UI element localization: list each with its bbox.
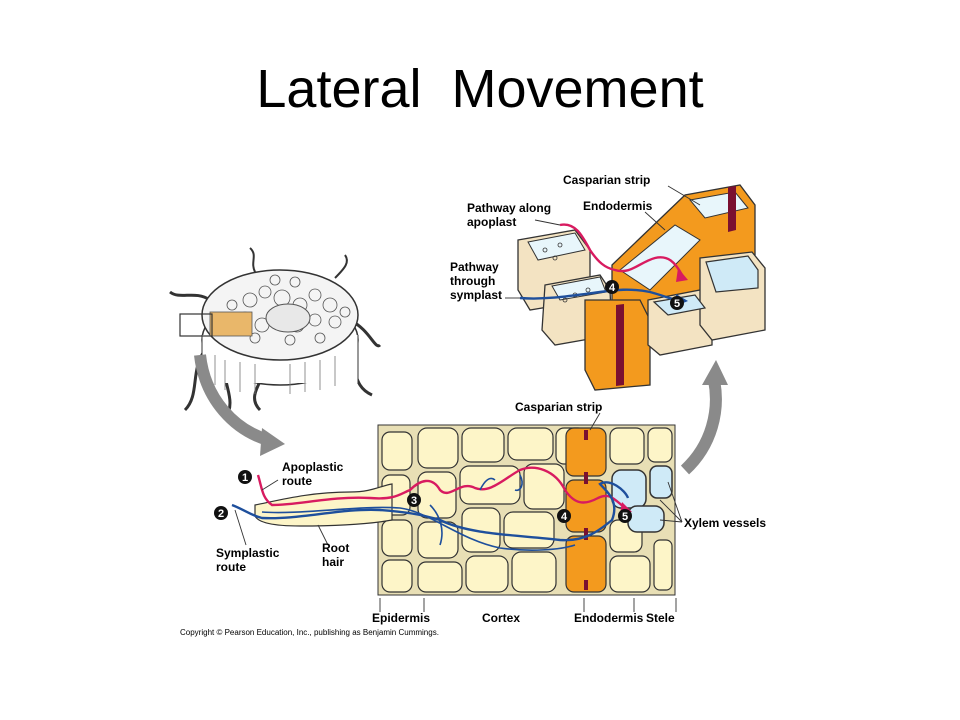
- label-root-hair-1: Root: [322, 541, 349, 555]
- label-pathway-through-1: Pathway: [450, 260, 499, 274]
- root-cross-section: [169, 247, 382, 421]
- label-apoplastic-2: route: [282, 474, 312, 488]
- tissue-section: [377, 424, 676, 596]
- label-casparian-strip-bottom: Casparian strip: [515, 400, 602, 414]
- svg-text:3: 3: [411, 495, 417, 507]
- label-endodermis-bottom: Endodermis: [574, 611, 644, 625]
- marker-3: 3: [407, 493, 421, 507]
- marker-4-top: 4: [605, 280, 619, 294]
- svg-text:5: 5: [622, 511, 628, 523]
- marker-5-bottom: 5: [618, 509, 632, 523]
- marker-1: 1: [238, 470, 252, 484]
- label-xylem-vessels: Xylem vessels: [684, 516, 766, 530]
- label-pathway-through-3: symplast: [450, 288, 502, 302]
- symplastic-route-path: [231, 481, 630, 542]
- label-cortex: Cortex: [482, 611, 520, 625]
- label-root-hair-2: hair: [322, 555, 344, 569]
- label-apoplastic-1: Apoplastic: [282, 460, 344, 474]
- svg-text:2: 2: [218, 508, 224, 520]
- root-hair: [254, 483, 393, 527]
- endodermis-3d-detail: [517, 184, 766, 391]
- marker-2: 2: [214, 506, 228, 520]
- slide-title: Lateral Movement: [256, 59, 704, 119]
- label-stele: Stele: [646, 611, 675, 625]
- label-symplastic-2: route: [216, 560, 246, 574]
- zoom-arrow-upper-head: [702, 360, 728, 385]
- label-endodermis-top: Endodermis: [583, 199, 653, 213]
- label-casparian-strip-top: Casparian strip: [563, 173, 650, 187]
- svg-text:4: 4: [561, 511, 568, 523]
- label-pathway-through-2: through: [450, 274, 495, 288]
- label-epidermis: Epidermis: [372, 611, 430, 625]
- svg-text:5: 5: [674, 298, 680, 310]
- label-pathway-along-1: Pathway along: [467, 201, 551, 215]
- apoplastic-route-path: [256, 466, 626, 509]
- marker-5-top: 5: [670, 296, 684, 310]
- copyright-notice: Copyright © Pearson Education, Inc., pub…: [180, 628, 439, 637]
- label-symplastic-1: Symplastic: [216, 546, 280, 560]
- zoom-arrow-lower-head: [260, 428, 285, 456]
- marker-4-bottom: 4: [557, 509, 571, 523]
- svg-text:1: 1: [242, 472, 248, 484]
- label-pathway-along-2: apoplast: [467, 215, 516, 229]
- zoom-arrow-upper: [680, 378, 722, 475]
- zoom-arrow-lower: [194, 354, 270, 446]
- svg-text:4: 4: [609, 282, 616, 294]
